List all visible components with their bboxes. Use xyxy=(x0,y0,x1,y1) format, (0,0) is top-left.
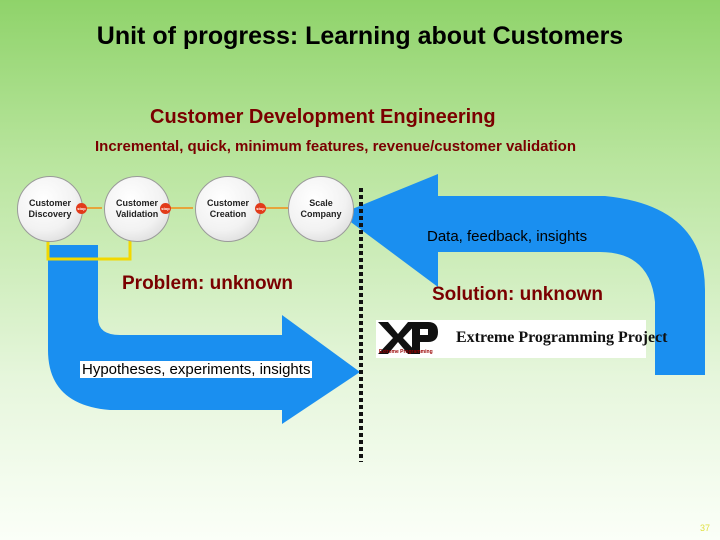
cde-title: Customer Development Engineering xyxy=(150,106,496,128)
stop-marker: stop xyxy=(76,203,87,214)
xp-project-name: Extreme Programming Project xyxy=(456,329,668,346)
cde-subtitle: Incremental, quick, minimum features, re… xyxy=(95,138,576,155)
stop-marker: stop xyxy=(160,203,171,214)
step-label: Customer Discovery xyxy=(28,198,72,219)
slide-title: Unit of progress: Learning about Custome… xyxy=(96,22,624,50)
hypotheses-arrow xyxy=(48,245,360,424)
xp-logo-icon xyxy=(378,322,438,354)
stop-marker: stop xyxy=(255,203,266,214)
step-customer-validation: Customer Validation xyxy=(104,176,170,242)
hypotheses-label: Hypotheses, experiments, insights xyxy=(80,361,313,378)
step-scale-company: Scale Company xyxy=(288,176,354,242)
page-number: 37 xyxy=(700,523,711,533)
step-customer-discovery: Customer Discovery xyxy=(17,176,83,242)
problem-label: Problem: unknown xyxy=(122,273,293,294)
yellow-loop-line xyxy=(46,228,132,261)
step-label: Customer Validation xyxy=(115,198,159,219)
solution-label: Solution: unknown xyxy=(432,284,603,305)
xp-tagline: Extreme Programming xyxy=(379,349,433,355)
xp-banner: Extreme Programming Extreme Programming … xyxy=(376,320,667,358)
step-customer-creation: Customer Creation xyxy=(195,176,261,242)
data-feedback-label: Data, feedback, insights xyxy=(427,228,588,245)
feedback-arrow xyxy=(340,174,705,375)
step-label: Customer Creation xyxy=(206,198,249,219)
step-label: Scale Company xyxy=(300,198,342,219)
